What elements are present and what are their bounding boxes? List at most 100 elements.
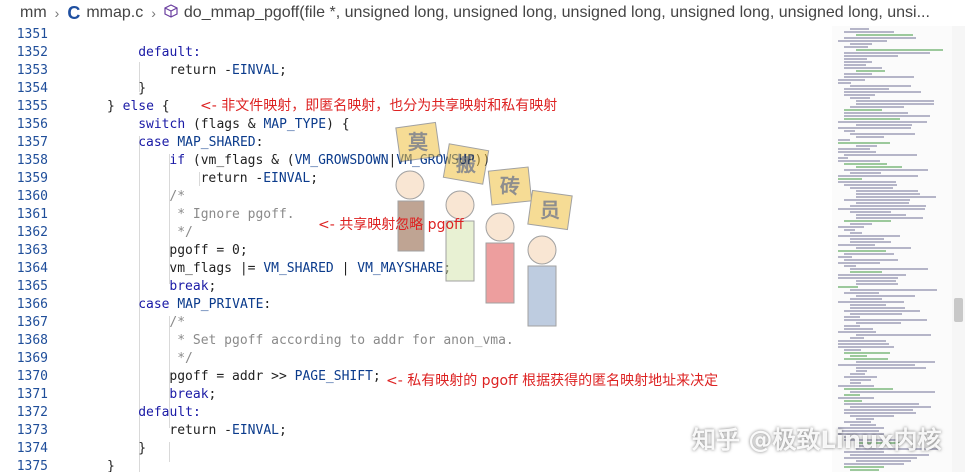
minimap-line — [844, 37, 916, 39]
code-text: default: — [138, 44, 201, 62]
chevron-right-icon: › — [151, 5, 156, 21]
minimap-line — [838, 364, 915, 366]
code-line[interactable]: 1362 */ — [0, 224, 830, 242]
minimap-line — [856, 193, 920, 195]
minimap-line — [844, 352, 890, 354]
code-token: } — [107, 459, 115, 472]
minimap-line — [838, 226, 864, 228]
vertical-scrollbar[interactable] — [952, 26, 965, 472]
minimap-line — [856, 361, 935, 363]
minimap-line — [838, 142, 890, 144]
code-token: /* — [169, 189, 186, 204]
minimap-line — [838, 274, 906, 276]
minimap-line — [844, 163, 887, 165]
line-number: 1364 — [16, 261, 48, 276]
code-token: * Ignore pgoff. — [169, 207, 295, 222]
code-token: ; — [372, 369, 381, 384]
code-token: vm_flags |= — [169, 261, 264, 276]
annotation-private-pgoff: <- 私有映射的 pgoff 根据获得的匿名映射地址来决定 — [386, 373, 719, 389]
minimap-line — [850, 379, 871, 381]
minimap-line — [856, 280, 896, 282]
minimap-line — [844, 457, 917, 459]
minimap-line — [856, 247, 911, 249]
minimap-line — [844, 73, 872, 75]
minimap-line — [844, 421, 871, 423]
scrollbar-thumb[interactable] — [954, 298, 963, 322]
mascot-char: 砖 — [500, 174, 520, 198]
minimap-line — [838, 157, 848, 159]
minimap-line — [838, 139, 850, 141]
line-number: 1368 — [16, 333, 48, 348]
code-text: /* — [169, 314, 185, 332]
code-token: if — [169, 153, 186, 168]
line-number: 1354 — [16, 81, 48, 96]
code-line[interactable]: 1352 default: — [0, 44, 830, 62]
minimap-line — [844, 376, 877, 378]
minimap[interactable] — [832, 26, 952, 472]
line-number: 1352 — [16, 45, 48, 60]
code-line[interactable]: 1355} else { — [0, 98, 830, 116]
code-line[interactable]: 1361 * Ignore pgoff. — [0, 206, 830, 224]
code-line[interactable]: 1351 — [0, 26, 830, 44]
code-token: /* — [169, 315, 186, 330]
indent-guide — [169, 154, 170, 284]
minimap-line — [844, 439, 897, 441]
breadcrumb-folder[interactable]: mm — [20, 4, 47, 21]
indent-guide — [169, 316, 170, 428]
function-symbol-icon — [164, 3, 178, 23]
minimap-line — [838, 256, 852, 258]
minimap-line — [838, 286, 858, 288]
code-token: VM_SHARED — [263, 261, 334, 276]
minimap-line — [856, 214, 906, 216]
minimap-line — [844, 451, 884, 453]
code-line[interactable]: 1374} — [0, 440, 830, 458]
line-number: 1362 — [16, 225, 48, 240]
minimap-line — [850, 313, 902, 315]
minimap-line — [844, 109, 882, 111]
code-line[interactable]: 1367/* — [0, 314, 830, 332]
minimap-line — [838, 346, 894, 348]
annotation-shared-ignore: <- 共享映射忽略 pgoff — [318, 217, 464, 233]
minimap-line — [856, 295, 915, 297]
code-line[interactable]: 1354} — [0, 80, 830, 98]
breadcrumb-symbol[interactable]: do_mmap_pgoff(file *, unsigned long, uns… — [183, 4, 930, 21]
breadcrumb-file[interactable]: mmap.c — [86, 4, 144, 21]
breadcrumb: mm › C mmap.c › do_mmap_pgoff(file *, un… — [0, 0, 965, 26]
code-token: (flags & — [185, 117, 264, 132]
code-text: } — [138, 440, 146, 458]
minimap-line — [838, 244, 875, 246]
code-text: default: — [138, 404, 201, 422]
code-token: ; — [310, 171, 319, 186]
minimap-line — [838, 151, 876, 153]
code-token: EINVAL — [232, 63, 279, 78]
minimap-line — [838, 262, 880, 264]
minimap-line — [850, 298, 882, 300]
minimap-line — [838, 340, 886, 342]
code-text: * Set pgoff according to addr for anon_v… — [169, 332, 514, 350]
code-token: default: — [138, 405, 201, 420]
code-line[interactable]: 1360/* — [0, 188, 830, 206]
minimap-line — [850, 337, 864, 339]
minimap-line — [850, 415, 894, 417]
minimap-line — [844, 220, 891, 222]
minimap-line — [838, 250, 886, 252]
code-text: } else { — [107, 98, 170, 116]
code-line[interactable]: 1369 */ — [0, 350, 830, 368]
minimap-line — [856, 418, 874, 420]
code-line[interactable]: 1368 * Set pgoff according to addr for a… — [0, 332, 830, 350]
code-text: } — [138, 80, 146, 98]
minimap-line — [844, 409, 913, 411]
minimap-line — [838, 331, 876, 333]
code-line[interactable]: 1375} — [0, 458, 830, 472]
